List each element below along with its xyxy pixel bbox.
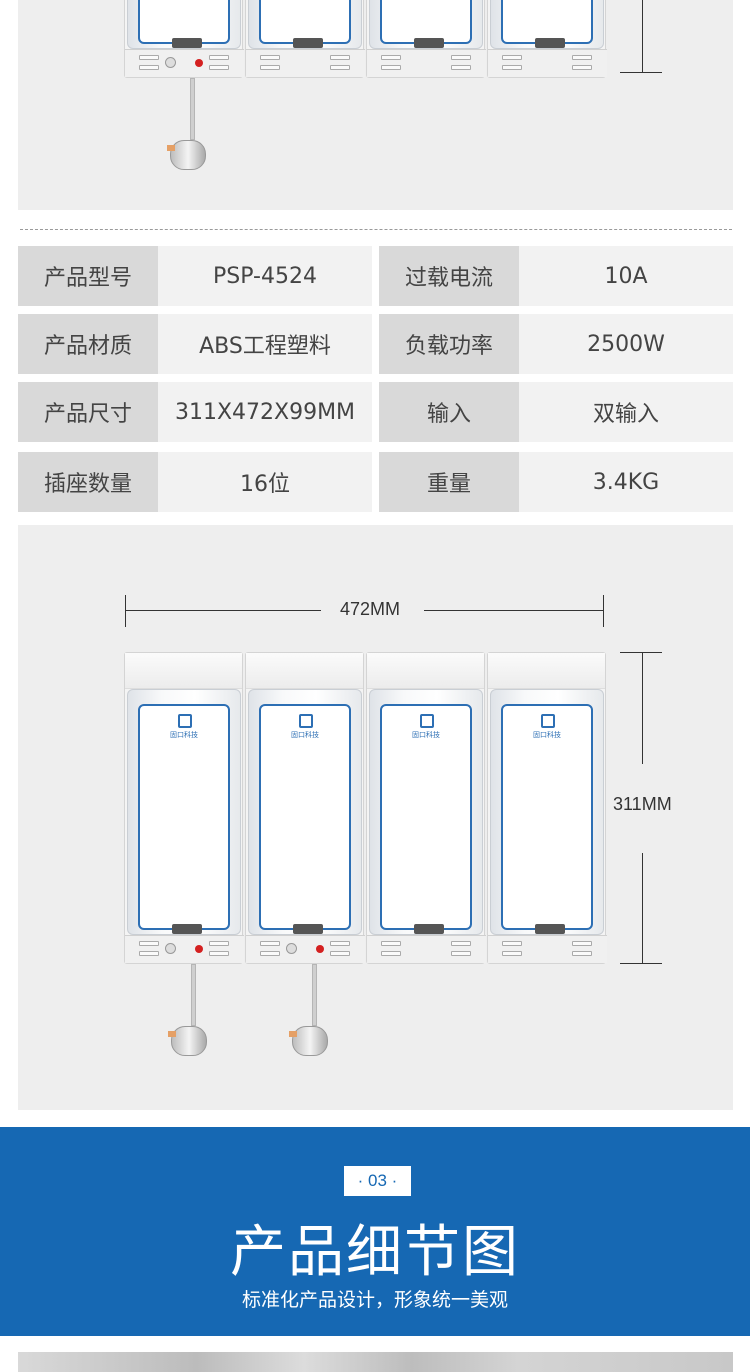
power-switch [165, 943, 176, 954]
socket-module [487, 0, 607, 78]
width-dimension-label: 472MM [340, 599, 401, 619]
section-banner: · 03 · 产品细节图 标准化产品设计，形象统一美观 [0, 1127, 750, 1336]
section-subtitle: 标准化产品设计，形象统一美观 [241, 1289, 508, 1311]
power-strip-top [124, 0, 610, 78]
power-led [195, 59, 203, 67]
detail-image-preview [18, 1352, 733, 1372]
width-dimension-line [424, 610, 604, 611]
socket-module [124, 0, 244, 78]
brand-logo-icon [541, 714, 555, 728]
height-dimension-line [642, 652, 643, 764]
height-dimension-label: 311MM [613, 794, 672, 814]
power-cord [312, 964, 317, 1026]
socket-module: 固口科技 [366, 652, 486, 964]
power-cord [190, 78, 195, 140]
socket-module: 固口科技 [487, 652, 607, 964]
spec-value: PSP-4524 [158, 246, 372, 306]
power-switch [286, 943, 297, 954]
brand-logo-text: 固口科技 [291, 731, 319, 739]
brand-logo-text: 固口科技 [170, 731, 198, 739]
spec-value: ABS工程塑料 [158, 314, 372, 374]
spec-label: 插座数量 [18, 452, 158, 512]
brand-logo-icon [299, 714, 313, 728]
spec-value: 2500W [519, 314, 733, 374]
table-row: 产品型号 PSP-4524 过载电流 10A [18, 246, 733, 306]
section-divider [20, 229, 732, 230]
section-number-badge: · 03 · [344, 1166, 411, 1196]
dimension-tick [620, 72, 662, 73]
height-dimension-tick [620, 652, 662, 653]
table-row: 插座数量 16位 重量 3.4KG [18, 452, 733, 512]
power-strip: 固口科技 固口科技 固口科技 固口科技 [124, 652, 610, 964]
power-plug [289, 1026, 328, 1056]
brand-logo-text: 固口科技 [412, 731, 440, 739]
width-dimension-line [125, 610, 321, 611]
spec-label: 产品材质 [18, 314, 158, 374]
power-led [195, 945, 203, 953]
spec-label: 产品尺寸 [18, 382, 158, 442]
dimension-diagram: 472MM 311MM 固口科技 固口科技 固口科技 固口科技 [18, 525, 733, 1110]
spec-label: 输入 [379, 382, 519, 442]
spec-value: 3.4KG [519, 452, 733, 512]
width-dimension-tick [603, 595, 604, 627]
spec-label: 过载电流 [379, 246, 519, 306]
power-plug [168, 1026, 207, 1056]
power-plug [167, 140, 206, 170]
product-image-top [18, 0, 733, 210]
brand-logo-icon [178, 714, 192, 728]
spec-value: 双输入 [519, 382, 733, 442]
section-title: 产品细节图 [230, 1220, 520, 1285]
height-dimension-line [642, 853, 643, 963]
height-dimension-line [642, 0, 643, 72]
spec-label: 产品型号 [18, 246, 158, 306]
brand-logo-icon [420, 714, 434, 728]
socket-module: 固口科技 [245, 652, 365, 964]
socket-module [245, 0, 365, 78]
table-row: 产品尺寸 311X472X99MM 输入 双输入 [18, 382, 733, 442]
spec-value: 10A [519, 246, 733, 306]
height-dimension-tick [620, 963, 662, 964]
table-row: 产品材质 ABS工程塑料 负载功率 2500W [18, 314, 733, 374]
power-led [316, 945, 324, 953]
spec-label: 重量 [379, 452, 519, 512]
spec-value: 16位 [158, 452, 372, 512]
spec-value: 311X472X99MM [158, 382, 372, 442]
spec-label: 负载功率 [379, 314, 519, 374]
brand-logo-text: 固口科技 [533, 731, 561, 739]
width-dimension-tick [125, 595, 126, 627]
socket-module: 固口科技 [124, 652, 244, 964]
socket-module [366, 0, 486, 78]
power-cord [191, 964, 196, 1026]
